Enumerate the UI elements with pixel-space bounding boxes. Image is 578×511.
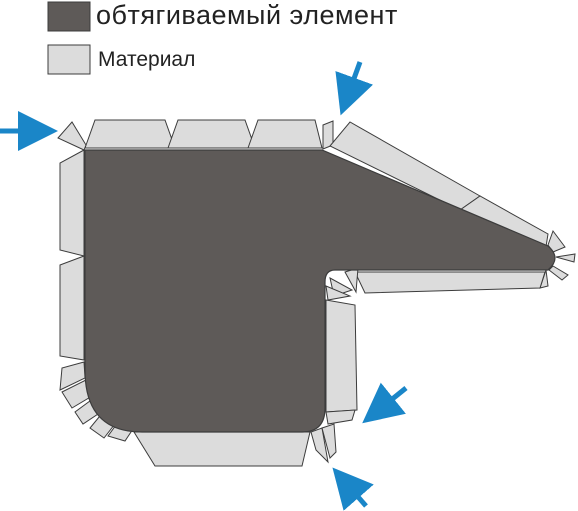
legend-swatch-material (47, 44, 91, 75)
material-flap-top-1 (84, 119, 176, 149)
arrow-top-notch (335, 61, 374, 116)
material-flap-top-2 (167, 119, 256, 149)
material-flap-right-2 (325, 409, 356, 425)
material-flap-top-3 (247, 119, 323, 149)
material-flap-inner-corner-3 (325, 285, 352, 301)
covered-element (84, 149, 556, 433)
legend-swatch-element (47, 1, 91, 32)
material-flap-bottom (133, 431, 311, 467)
material-flap-left-2 (59, 255, 85, 361)
material-flap-right-1 (325, 299, 358, 413)
material-flap-left-1 (59, 149, 85, 257)
arrow-inner-corner (362, 382, 408, 424)
arrow-bottom-notch (332, 467, 374, 511)
material-flap-arm-bottom (354, 271, 546, 294)
material (57, 119, 576, 467)
material-flap-tip-3 (548, 265, 569, 281)
material-flap-bottom-right-1 (310, 427, 329, 464)
material-flap-bottom-right-2 (321, 423, 337, 459)
material-flap-top-left-corner (57, 121, 87, 151)
arrows (0, 61, 408, 511)
legend-label-element: обтягиваемый элемент (96, 0, 398, 30)
material-flap-tip-2 (555, 253, 576, 263)
legend-label-material: Материал (98, 48, 196, 71)
